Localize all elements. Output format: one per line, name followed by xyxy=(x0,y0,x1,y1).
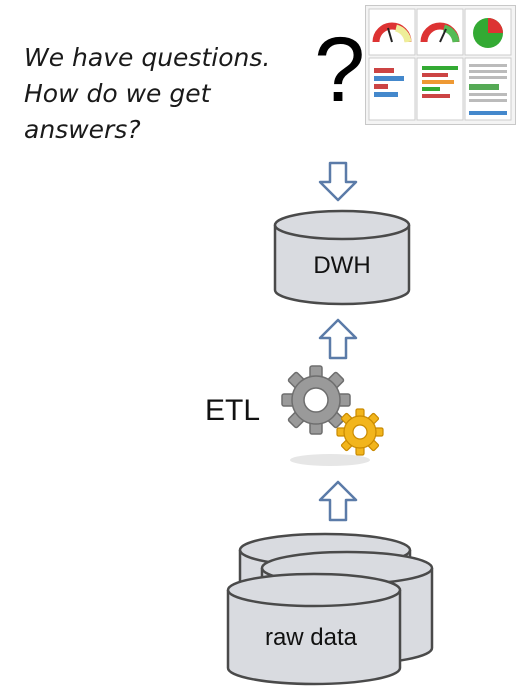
etl-label: ETL xyxy=(205,394,261,427)
arrow-etl-to-dwh xyxy=(318,318,358,360)
arrow-into-dwh xyxy=(318,161,358,202)
gear-gray-icon xyxy=(281,365,351,435)
bar-panel-1 xyxy=(368,57,416,121)
question-text: We have questions. How do we get answers… xyxy=(24,40,284,148)
arrow-raw-to-etl xyxy=(318,480,358,522)
question-line-2: How do we get xyxy=(24,79,211,108)
dwh-label: DWH xyxy=(313,252,371,279)
gear-shadow xyxy=(290,454,370,466)
bar-panel-2 xyxy=(416,57,464,121)
pie-panel xyxy=(464,8,512,56)
gauge-panel-2 xyxy=(416,8,464,56)
dashboard-illustration xyxy=(366,6,515,124)
question-line-3: answers? xyxy=(24,115,141,144)
question-mark: ? xyxy=(314,19,366,121)
dashboard-thumbnail xyxy=(365,5,516,125)
gauge-panel-1 xyxy=(368,8,416,56)
gear-gold-icon xyxy=(336,408,384,456)
table-panel xyxy=(464,57,512,121)
question-line-1: We have questions. xyxy=(24,43,271,72)
raw-data-label: raw data xyxy=(264,624,358,651)
